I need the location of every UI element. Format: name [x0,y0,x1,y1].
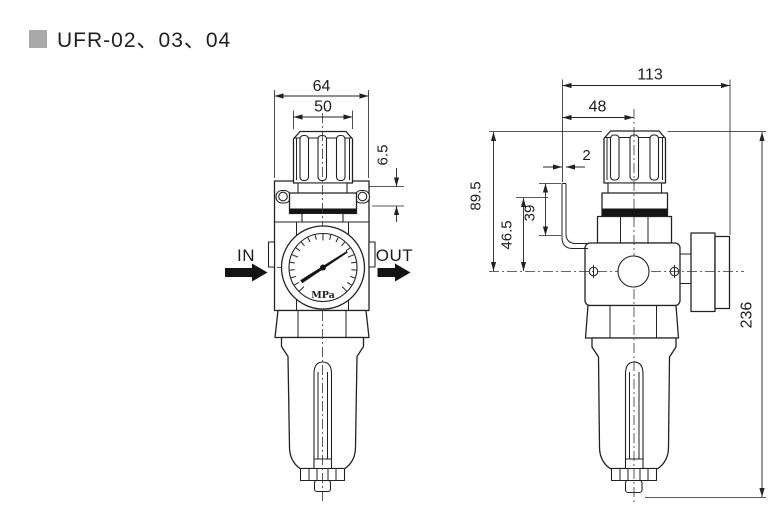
collar-lock-band [290,208,356,214]
side-bonnet [596,182,673,244]
dim-bracket-upper-height: 46.5 [499,197,548,271]
knob-rib [609,134,620,181]
side-adjust-knob [603,130,667,184]
pressure-gauge: MPa [280,225,366,310]
front-bowl-assembly [274,309,370,493]
in-label: IN [237,246,255,265]
svg-text:50: 50 [314,99,332,116]
svg-text:48: 48 [589,99,607,116]
svg-text:6.5: 6.5 [375,145,392,166]
section-title: UFR-02、03、04 [29,24,231,54]
side-port-features [588,255,680,288]
knob-rib [299,134,310,182]
flow-ports: IN OUT [225,246,413,282]
front-inlet-boss [267,241,276,268]
svg-text:113: 113 [637,67,663,84]
dim-front-knob-width: 50 [293,99,353,129]
section-marker-icon [29,30,47,48]
out-label: OUT [376,246,413,265]
gauge-unit-label: MPa [311,290,335,301]
front-view: MPa IN OUT 64 50 [225,78,413,504]
dim-bracket-height: 39 [522,183,561,236]
svg-text:39: 39 [522,205,539,222]
svg-text:64: 64 [313,78,331,95]
dim-overall-height: 236 [645,132,766,498]
gauge-needle [300,251,348,284]
dim-front-collar-offset: 6.5 [369,145,404,222]
bonnet-lock-band [602,208,667,217]
front-outlet-boss [368,241,376,268]
svg-text:46.5: 46.5 [499,220,516,249]
out-flow-arrow [377,263,411,282]
in-flow-arrow [225,263,268,282]
mounting-bracket [561,183,588,249]
page-title: UFR-02、03、04 [57,29,232,52]
front-adjust-knob [292,130,354,184]
dim-side-overall-width: 113 [562,67,731,235]
gauge-front-case [714,235,731,310]
svg-text:236: 236 [739,302,756,329]
svg-text:2: 2 [582,147,590,164]
side-hex-section [596,215,673,244]
side-gauge-profile [680,232,731,313]
gauge-hub [320,264,326,271]
dim-bracket-thickness: 2 [543,147,591,170]
side-bowl-assembly [584,304,680,494]
gauge-back-disc [690,232,716,313]
svg-text:89.5: 89.5 [468,181,485,210]
dim-side-knob-center: 48 [562,99,634,121]
dim-upper-height: 89.5 [468,131,766,271]
gauge-ticks [289,234,357,292]
side-port-hole [617,255,650,288]
side-view: 113 48 2 89.5 46.5 [468,67,766,504]
knob-rib [649,134,660,181]
dim-front-overall-width: 64 [274,78,369,178]
knob-rib [335,134,346,182]
